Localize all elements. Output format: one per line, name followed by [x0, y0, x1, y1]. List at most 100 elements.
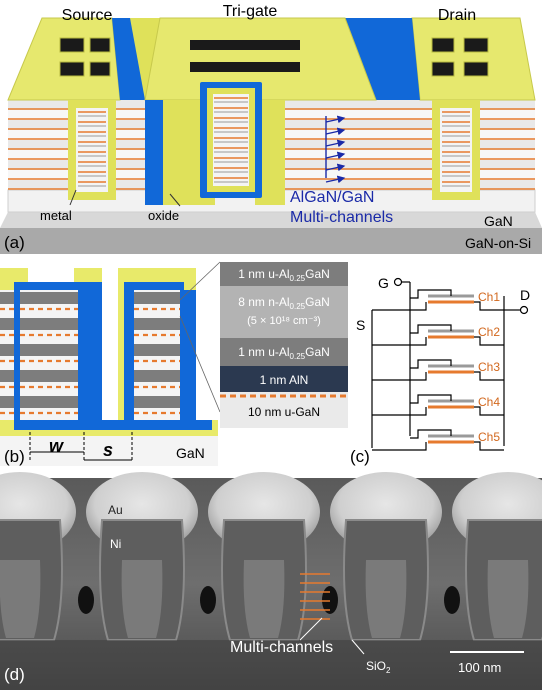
channel-label: Ch5 [478, 430, 500, 444]
fin-algan-band [20, 318, 78, 330]
metal-label: metal [40, 208, 72, 223]
terminal-d [519, 305, 529, 315]
drain-fin [440, 108, 472, 192]
trigate-top [144, 17, 377, 101]
stack-label-3: 1 nm u-Al0.25GaN [238, 345, 330, 361]
source-contact [7, 17, 121, 101]
drain-wire [474, 336, 504, 346]
source-window [89, 61, 111, 77]
sem-fins [0, 472, 542, 641]
layer-u-gan [220, 392, 348, 428]
gate-wire [410, 324, 452, 334]
stack-label-1: 1 nm u-Al0.25GaN [238, 267, 330, 283]
panel-a: Source Tri-gate Drain metal oxide AlGaN/… [0, 3, 542, 254]
current-arrow [325, 151, 346, 160]
oxide-front-left [145, 100, 163, 205]
gate-trench-layers [214, 97, 248, 183]
fin-algan-band [20, 344, 78, 356]
stack-label-4: 1 nm AlN [260, 373, 309, 387]
channel-label: Ch2 [478, 325, 500, 339]
source-wire [372, 302, 427, 311]
gan-label: GaN [484, 213, 513, 229]
channel-label: Ch1 [478, 290, 500, 304]
drain-wire [474, 301, 504, 311]
gate-wire [410, 289, 452, 299]
source-fin [76, 108, 108, 192]
fin-algan-band [134, 292, 180, 304]
sem-bottom [0, 640, 542, 690]
gan-buffer-top [0, 212, 542, 228]
gan-label-b: GaN [176, 445, 205, 461]
multichannels-label: Multi-channels [230, 639, 333, 656]
current-arrow [325, 175, 346, 184]
channels-leader [299, 617, 323, 641]
fin-layers [0, 292, 180, 415]
sem-void [322, 586, 338, 614]
drain-window [431, 37, 455, 53]
fin-algan-band [20, 292, 78, 304]
panel-d-id: (d) [4, 665, 25, 684]
layer-n-algan [220, 286, 348, 338]
drain-window [463, 61, 489, 77]
metal-leader [69, 189, 77, 206]
s-terminal-label: S [356, 317, 365, 333]
sem-fin-core [0, 560, 41, 638]
zoom-line-bottom [179, 315, 221, 413]
source-drain-layers [78, 111, 470, 187]
source-wire [372, 442, 427, 451]
layer-aln [220, 366, 348, 392]
source-label: Source [62, 7, 113, 24]
fin-algan-band [134, 318, 180, 330]
layer-u-algan-bottom [220, 338, 348, 366]
fin-algan-band [20, 396, 78, 408]
sem-void [78, 586, 94, 614]
channels-label-line2: Multi-channels [290, 209, 393, 226]
source-wire [372, 337, 427, 346]
sem-fin-core [487, 560, 529, 638]
oxide-strip-left [112, 18, 145, 100]
stack-label-2b: (5 × 10¹⁸ cm⁻³) [247, 315, 321, 327]
panel-a-id: (a) [4, 233, 25, 252]
panel-c-id: (c) [350, 447, 370, 466]
channel-label: Ch4 [478, 395, 500, 409]
au-label: Au [108, 503, 123, 517]
sem-fin-core [365, 560, 407, 638]
channels-label-line1: AlGaN/GaN [290, 189, 374, 206]
panel-b: w s GaN (b) 1 nm u-Al0.25GaN 8 nm n-Al0.… [0, 261, 348, 466]
fin-algan-band [134, 396, 180, 408]
source-wire [372, 407, 427, 416]
sem-void [200, 586, 216, 614]
panel-b-id: (b) [4, 447, 25, 466]
gate-window [190, 40, 300, 50]
drain-label: Drain [438, 7, 476, 24]
channel-label: Ch3 [478, 360, 500, 374]
oxide-strip-right [345, 18, 420, 100]
oxide-label: oxide [148, 208, 179, 223]
sio2-label: SiO2 [366, 659, 391, 675]
gate-trench-fin [213, 94, 249, 186]
gate-window [190, 62, 300, 72]
drain-wire [474, 371, 504, 381]
terminal-g [393, 277, 403, 287]
fin-algan-band [0, 344, 14, 356]
drain-window [431, 61, 455, 77]
zoom-line-top [179, 261, 221, 301]
sem-fin-core [121, 560, 163, 638]
gate-wire [410, 359, 452, 369]
fin-algan-band [0, 396, 14, 408]
fin-algan-band [20, 370, 78, 382]
stack-label-5: 10 nm u-GaN [248, 405, 320, 419]
sem-void [444, 586, 460, 614]
gate-wire [410, 429, 452, 439]
current-arrow [325, 127, 346, 136]
gate-bottom [0, 430, 218, 436]
substrate-label: GaN-on-Si [465, 235, 531, 251]
gate-wire [410, 394, 452, 404]
source-window [59, 61, 85, 77]
source-window [89, 37, 111, 53]
g-label: G [378, 275, 389, 291]
trigate-label: Tri-gate [223, 3, 278, 20]
